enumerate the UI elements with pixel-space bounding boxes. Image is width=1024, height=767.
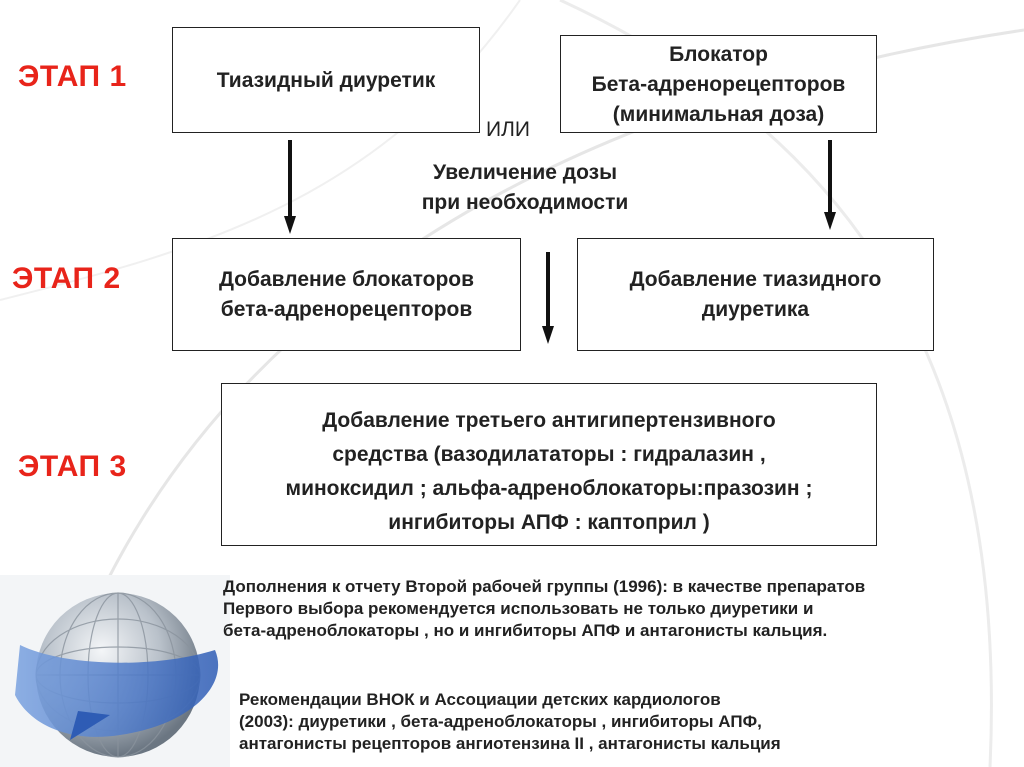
stage-2-label: ЭТАП 2 [12, 262, 121, 295]
stage-1-label: ЭТАП 1 [18, 60, 127, 93]
vnok-note-line-2: (2003): диуретики , бета-адреноблокаторы… [239, 712, 762, 731]
arrow-down-middle-icon [542, 252, 554, 344]
working-group-note-line-3: бета-адреноблокаторы , но и ингибиторы А… [223, 621, 828, 640]
beta-blocker-box: Блокатор Бета-адренорецепторов (минималь… [560, 35, 877, 133]
add-beta-blockers-box: Добавление блокаторов бета-адренорецепто… [172, 238, 521, 351]
or-label: ИЛИ [486, 118, 530, 141]
dose-increase-line-1: Увеличение дозы [432, 161, 618, 184]
arrow-down-right-icon [824, 140, 836, 230]
globe-with-arrow-icon [0, 575, 230, 767]
working-group-note-line-2: Первого выбора рекомендуется использоват… [223, 599, 814, 618]
dose-increase-line-2: при необходимости [421, 191, 629, 214]
third-agent-line-3: миноксидил ; альфа-адреноблокаторы:празо… [285, 477, 813, 500]
add-thiazide-line-1: Добавление тиазидного [629, 268, 882, 291]
third-agent-line-4: ингибиторы АПФ : каптоприл ) [388, 511, 710, 534]
working-group-note-line-1: Дополнения к отчету Второй рабочей групп… [223, 577, 866, 596]
thiazide-diuretic-line-1: Тиазидный диуретик [216, 69, 436, 92]
thiazide-diuretic-box: Тиазидный диуретик [172, 27, 480, 133]
dose-increase-note: Увеличение дозы при необходимости [395, 158, 655, 218]
vnok-note-line-3: антагонисты рецепторов ангиотензина II ,… [239, 734, 781, 753]
third-agent-box: Добавление третьего антигипертензивного … [221, 383, 877, 546]
arrow-down-left-icon [284, 140, 296, 234]
add-beta-blockers-line-2: бета-адренорецепторов [220, 298, 473, 321]
beta-blocker-line-1: Блокатор [669, 43, 768, 66]
beta-blocker-line-3: (минимальная доза) [612, 103, 825, 126]
working-group-note: Дополнения к отчету Второй рабочей групп… [223, 576, 865, 642]
add-thiazide-line-2: диуретика [701, 298, 810, 321]
third-agent-line-2: средства (вазодилататоры : гидралазин , [332, 443, 766, 466]
add-beta-blockers-line-1: Добавление блокаторов [218, 268, 475, 291]
stage-3-label: ЭТАП 3 [18, 450, 127, 483]
third-agent-line-1: Добавление третьего антигипертензивного [322, 409, 776, 432]
add-thiazide-box: Добавление тиазидного диуретика [577, 238, 934, 351]
vnok-note-line-1: Рекомендации ВНОК и Ассоциации детских к… [239, 690, 721, 709]
vnok-recommendations-note: Рекомендации ВНОК и Ассоциации детских к… [239, 689, 781, 755]
beta-blocker-line-2: Бета-адренорецепторов [591, 73, 846, 96]
